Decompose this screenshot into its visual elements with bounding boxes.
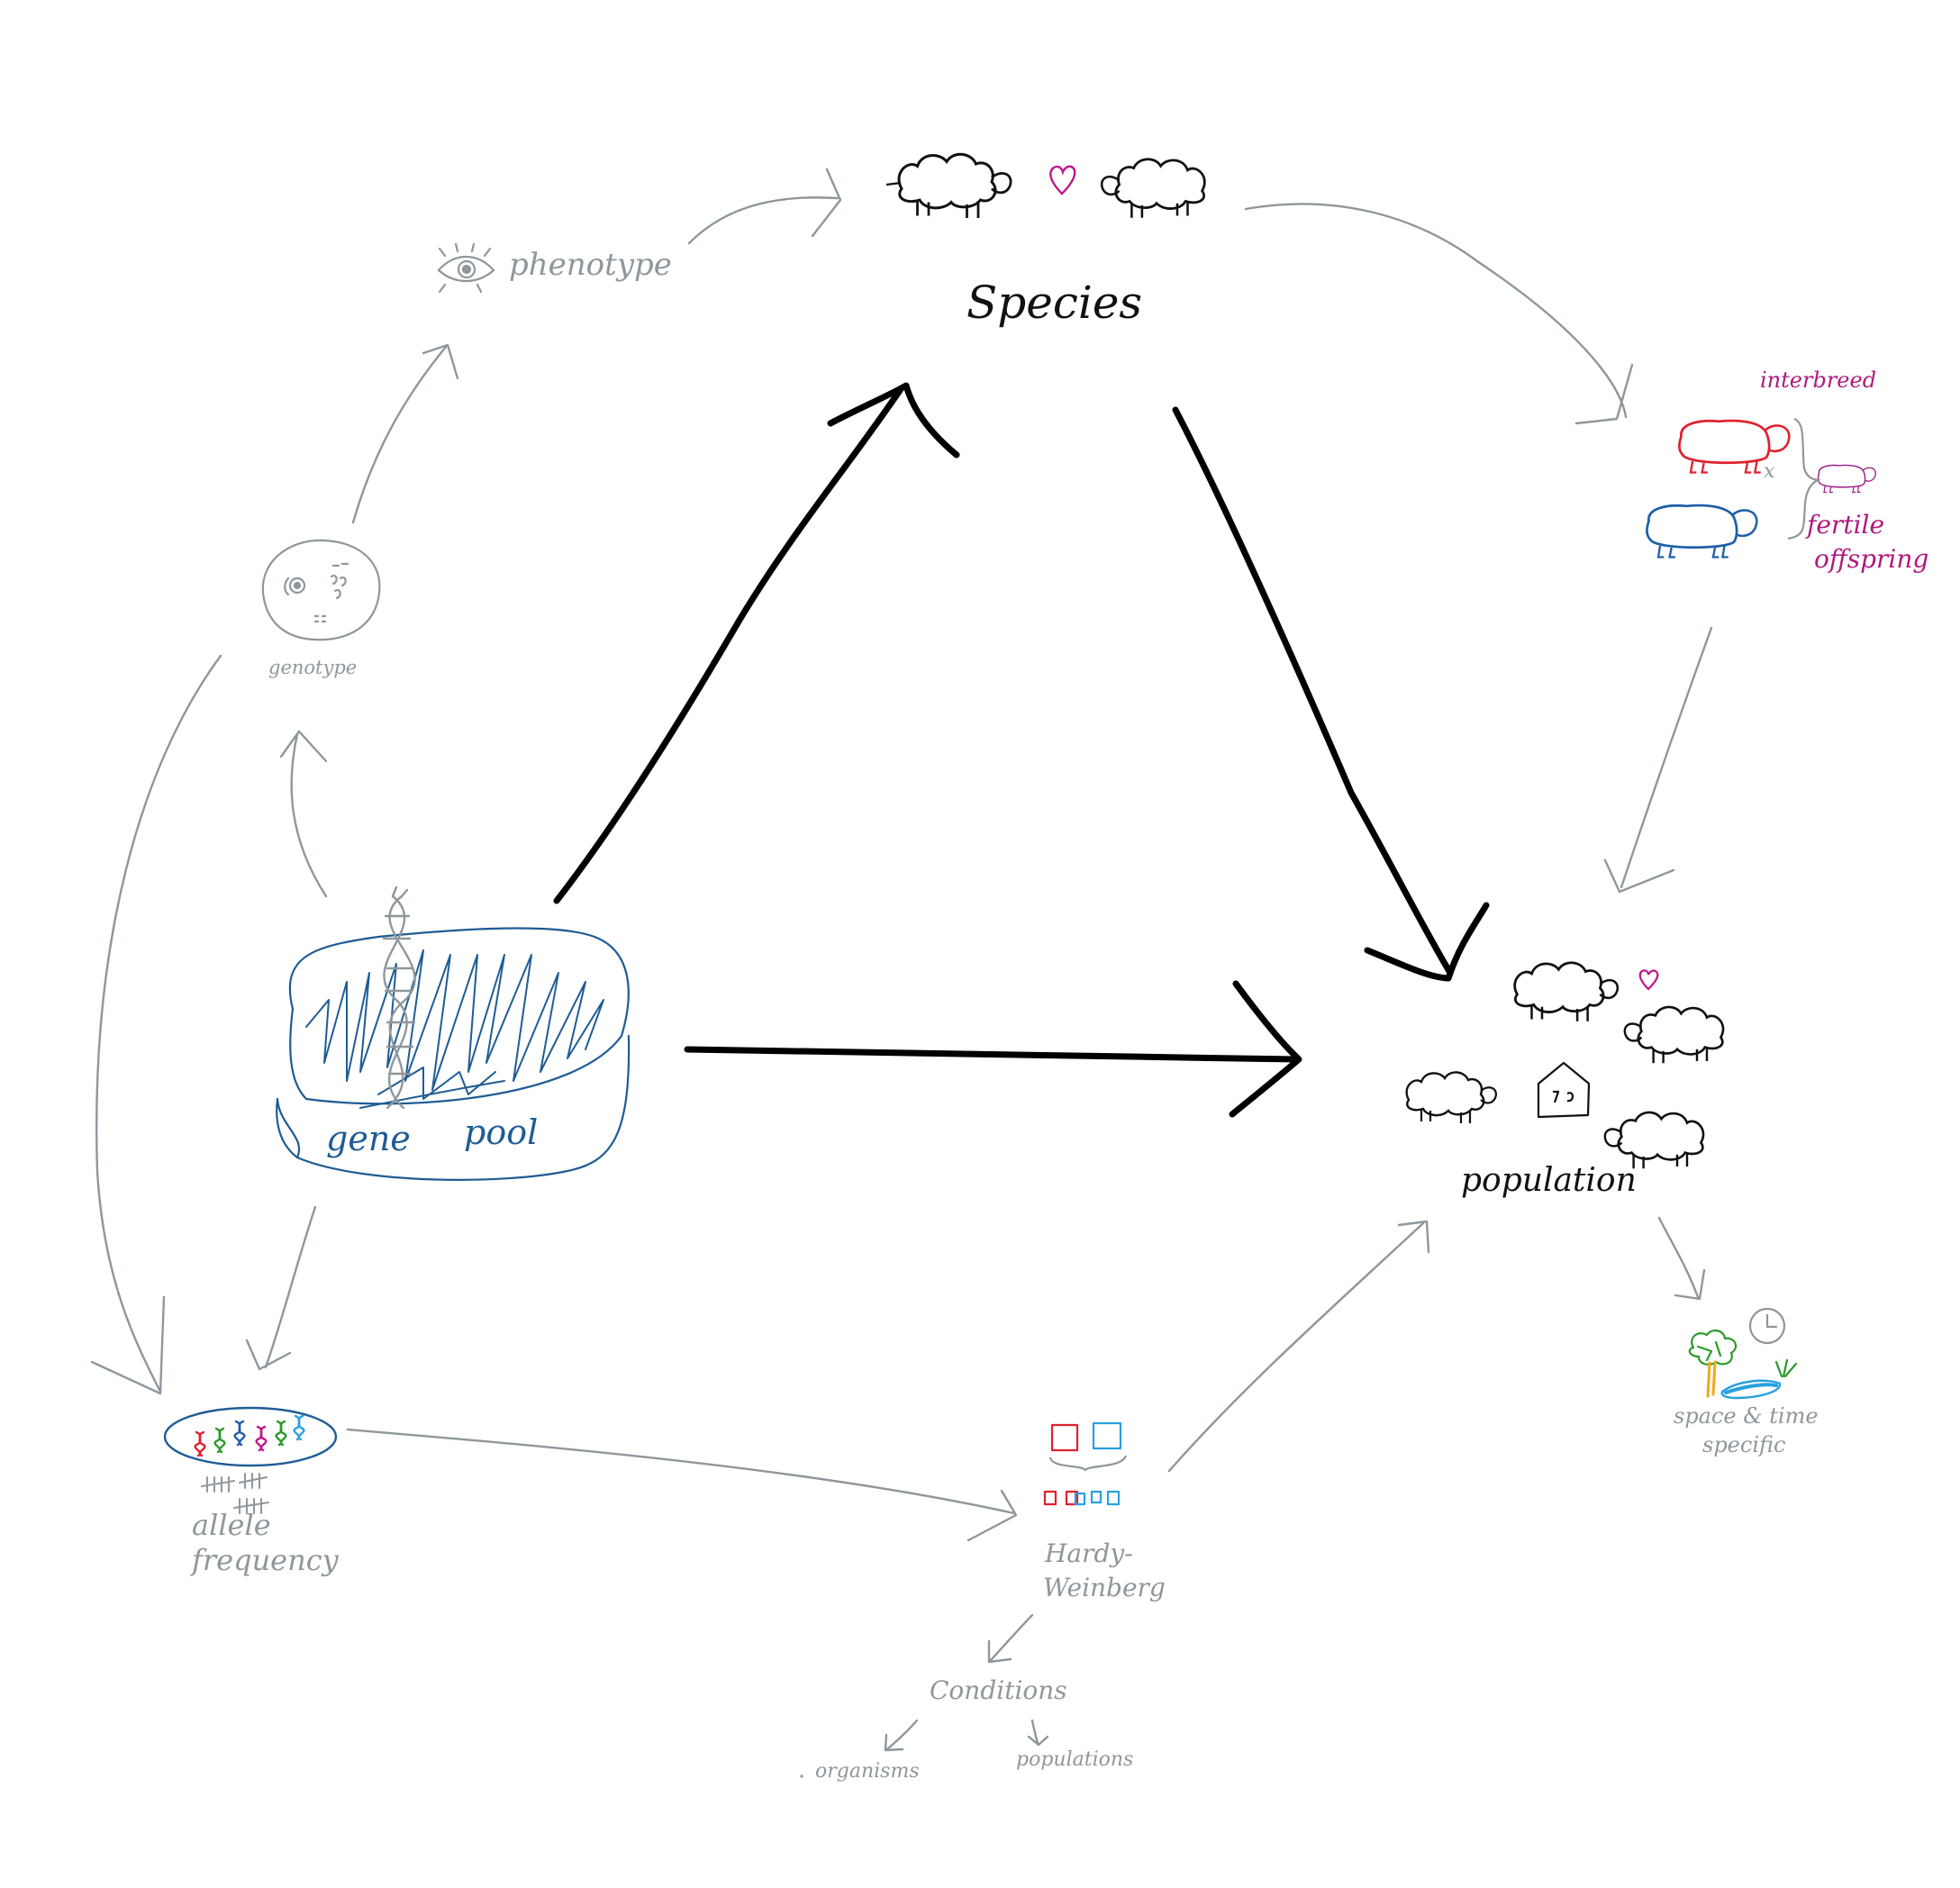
arrow-genepool-to-species <box>553 386 904 904</box>
arrow-species-to-interbreed <box>1244 203 1628 419</box>
gene-pool-label-2: pool <box>464 1112 539 1152</box>
secondary-arrows <box>90 168 1713 1752</box>
arrowhead-population-left <box>1229 980 1302 1118</box>
hardy-weinberg-label-2: Weinberg <box>1043 1573 1166 1602</box>
water-icon <box>1720 1379 1782 1400</box>
dna-helix-icon <box>382 885 416 1110</box>
arrow-allele-to-hardyweinberg <box>346 1428 1016 1515</box>
grass-icon <box>1774 1358 1798 1378</box>
genotype-label: genotype <box>268 657 358 678</box>
heart-icon <box>1049 165 1076 195</box>
arrow-conditions-to-organisms <box>885 1719 919 1751</box>
allele-frequency-label-2: frequency <box>192 1543 339 1577</box>
cross-symbol: x <box>1764 460 1775 483</box>
sheep-icon <box>1513 961 1620 1023</box>
species-label: Species <box>966 277 1143 329</box>
allele-frequency-label-1: allele <box>192 1508 271 1542</box>
fertile-offspring-label-1: fertile <box>1807 510 1885 540</box>
phenotype-label: phenotype <box>509 247 672 283</box>
arrow-conditions-to-populations <box>1030 1719 1039 1745</box>
gene-pool-scribble <box>305 949 604 1091</box>
sheep-icon <box>1603 1111 1705 1170</box>
cell-icon <box>261 539 381 641</box>
arrow-genotype-to-phenotype <box>351 345 448 524</box>
space-time-label-1: space & time <box>1674 1403 1819 1429</box>
conditions-label: Conditions <box>930 1675 1067 1705</box>
sheep-icon <box>897 152 1012 220</box>
gene-pool-label-1: gene <box>326 1119 411 1158</box>
arrowhead-population-top <box>1364 902 1490 982</box>
heart-icon <box>1638 969 1659 991</box>
gene-pool-icon <box>276 885 631 1181</box>
blue-sheep-icon <box>1646 504 1758 558</box>
eye-icon <box>437 242 495 294</box>
interbreed-brace <box>1787 417 1821 540</box>
hardy-weinberg-icon <box>1043 1421 1128 1506</box>
arrow-genotype-to-allele <box>95 654 222 1393</box>
arrow-species-to-population <box>1172 406 1454 976</box>
interbreed-sheep <box>1646 417 1876 558</box>
offspring-sheep-icon <box>1817 464 1876 494</box>
arrow-hardyweinberg-to-population <box>1167 1221 1425 1473</box>
space-time-label-2: specific <box>1702 1432 1786 1457</box>
populations-label: populations <box>1016 1748 1134 1771</box>
interbreed-label: interbreed <box>1760 368 1877 393</box>
arrow-genepool-to-genotype <box>290 732 328 898</box>
arrow-genepool-to-population <box>684 1046 1301 1063</box>
population-sheep-group <box>1405 961 1725 1170</box>
organisms-label: organisms <box>815 1760 920 1783</box>
arrow-population-to-spacetime <box>1657 1216 1700 1299</box>
arrow-hardyweinberg-to-conditions <box>989 1613 1034 1662</box>
arrow-interbreed-to-population <box>1620 626 1713 889</box>
arrow-genepool-to-allele <box>264 1205 317 1369</box>
tree-icon <box>1688 1330 1738 1366</box>
space-time-icon <box>1688 1307 1798 1400</box>
tally-marks <box>201 1473 269 1514</box>
hardy-weinberg-label-1: Hardy- <box>1045 1539 1133 1568</box>
arrowhead-species <box>827 382 960 458</box>
population-label: population <box>1461 1162 1637 1199</box>
clock-icon <box>1748 1307 1786 1345</box>
sheep-icon <box>1405 1071 1498 1125</box>
sheep-icon <box>1623 1005 1725 1065</box>
fertile-offspring-label-2: offspring <box>1814 544 1929 574</box>
main-triangle <box>553 382 1490 1118</box>
species-sheep-pair <box>885 152 1206 220</box>
arrow-phenotype-to-species <box>687 196 839 245</box>
sheep-icon <box>1100 158 1206 220</box>
house-icon <box>1537 1061 1591 1119</box>
allele-chromosomes-icon <box>163 1406 338 1467</box>
